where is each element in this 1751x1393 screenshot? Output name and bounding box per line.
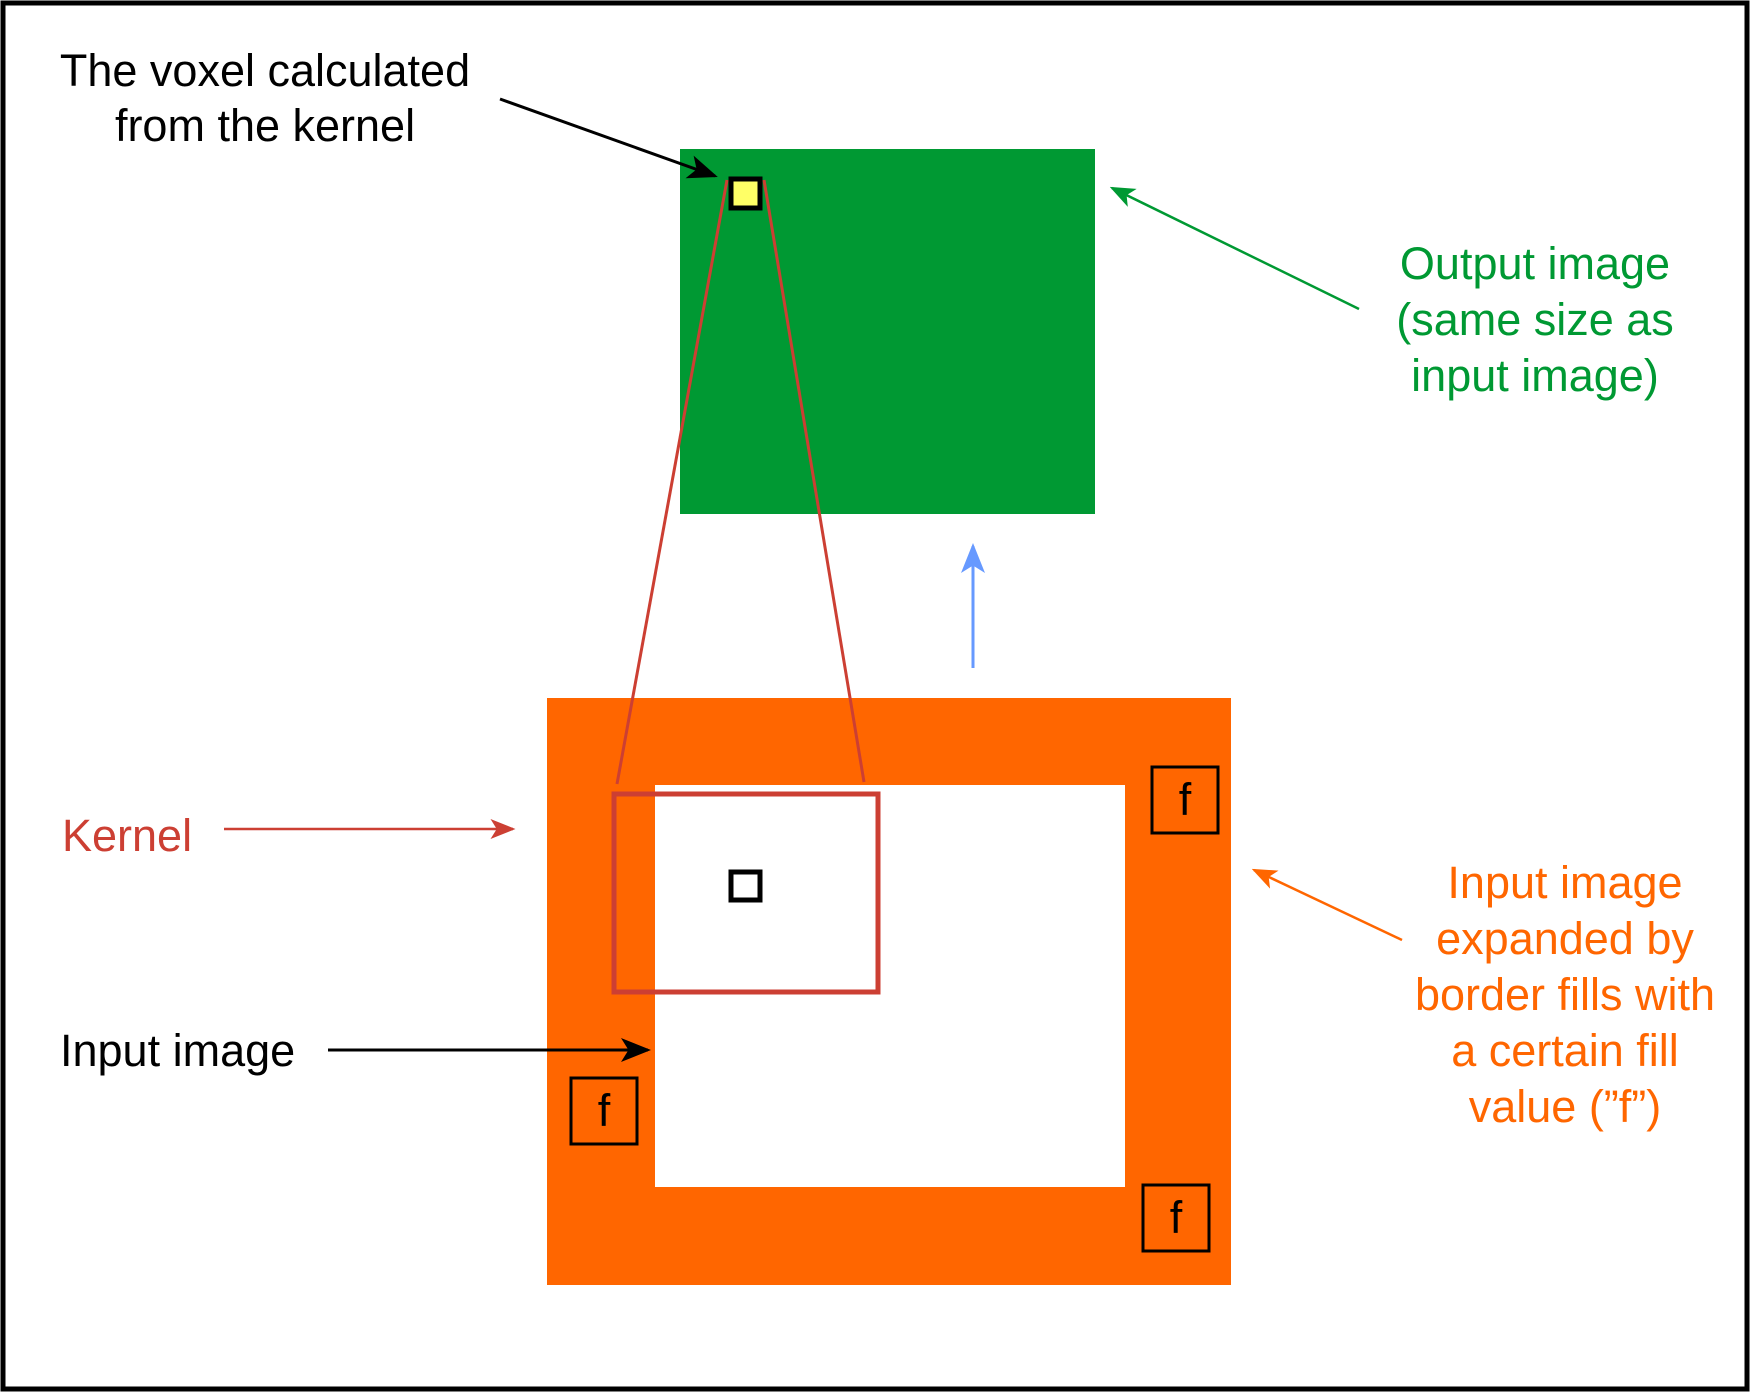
- fill-mark-left: f: [569, 1076, 639, 1146]
- expanded-label-line-2: expanded by: [1436, 913, 1694, 964]
- fill-mark-bottom-right: f: [1141, 1183, 1211, 1253]
- output-voxel: [728, 176, 763, 211]
- kernel-projection-left: [615, 179, 729, 785]
- kernel-label: Kernel: [62, 810, 192, 861]
- expanded-label-arrow: [1251, 868, 1403, 942]
- voxel-label-line-2: from the kernel: [115, 100, 415, 151]
- input-center-voxel: [728, 869, 763, 903]
- output-label-arrow: [1109, 186, 1360, 311]
- fill-mark-label: f: [1170, 1192, 1183, 1243]
- fill-mark-top-right: f: [1150, 765, 1220, 835]
- fill-mark-label: f: [1179, 774, 1192, 825]
- input-image: [655, 785, 1125, 1187]
- expanded-label-line-3: border fills with: [1415, 969, 1715, 1020]
- expanded-label-line-1: Input image: [1447, 857, 1682, 908]
- output-label-line-1: Output image: [1400, 238, 1670, 289]
- kernel-window: [611, 791, 881, 995]
- expanded-label-line-4: a certain fill: [1451, 1025, 1679, 1076]
- output-label-line-3: input image): [1411, 350, 1659, 401]
- output-label-line-2: (same size as: [1396, 294, 1674, 345]
- kernel-projection-right: [762, 179, 866, 783]
- input-label: Input image: [60, 1025, 295, 1076]
- voxel-label-arrow: [499, 97, 718, 179]
- fill-mark-label: f: [598, 1085, 611, 1136]
- voxel-label-line-1: The voxel calculated: [60, 45, 470, 96]
- expanded-label-line-5: value (”f”): [1469, 1081, 1662, 1132]
